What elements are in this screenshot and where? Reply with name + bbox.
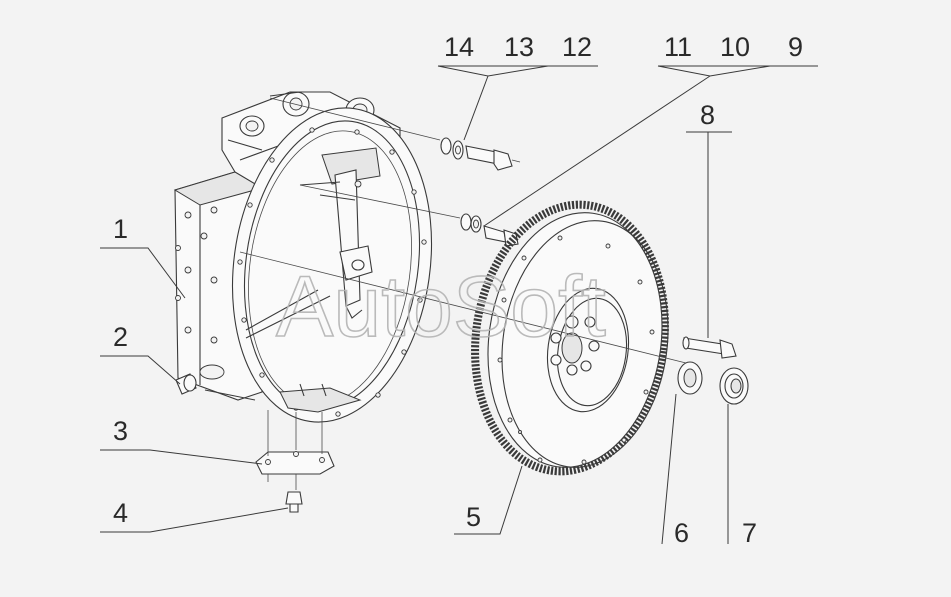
callout-1: 1 (113, 214, 128, 244)
part-6-bearing (677, 361, 703, 395)
flywheel-hub-holes (550, 315, 600, 376)
callout-14: 14 (444, 32, 474, 62)
callout-numbers: 1 2 3 4 5 6 7 8 9 10 11 12 13 14 (113, 32, 803, 548)
callout-6: 6 (674, 518, 689, 548)
watermark: AutoSoft (276, 259, 606, 355)
flywheel-rim-holes (497, 235, 655, 465)
part-3-bracket (255, 410, 335, 482)
callout-3: 3 (113, 416, 128, 446)
part-8-bolt (682, 336, 737, 359)
part-2-plug (175, 373, 197, 395)
bolt-assembly-12-14 (269, 97, 521, 171)
callout-13: 13 (504, 32, 534, 62)
flywheel-housing (173, 91, 433, 423)
flange-bolt-holes (237, 127, 427, 417)
callout-7: 7 (742, 518, 757, 548)
callout-2: 2 (113, 322, 128, 352)
callout-10: 10 (720, 32, 750, 62)
part-4-screw (285, 474, 303, 513)
callout-9: 9 (788, 32, 803, 62)
leader-lines (100, 65, 818, 545)
callout-4: 4 (113, 498, 128, 528)
assembly-axis (239, 251, 691, 365)
flywheel (471, 200, 669, 476)
housing-bolt-holes (175, 206, 218, 344)
callout-5: 5 (466, 502, 481, 532)
part-7-seal (719, 367, 749, 405)
callout-8: 8 (700, 100, 715, 130)
callout-12: 12 (562, 32, 592, 62)
callout-11: 11 (664, 32, 692, 62)
